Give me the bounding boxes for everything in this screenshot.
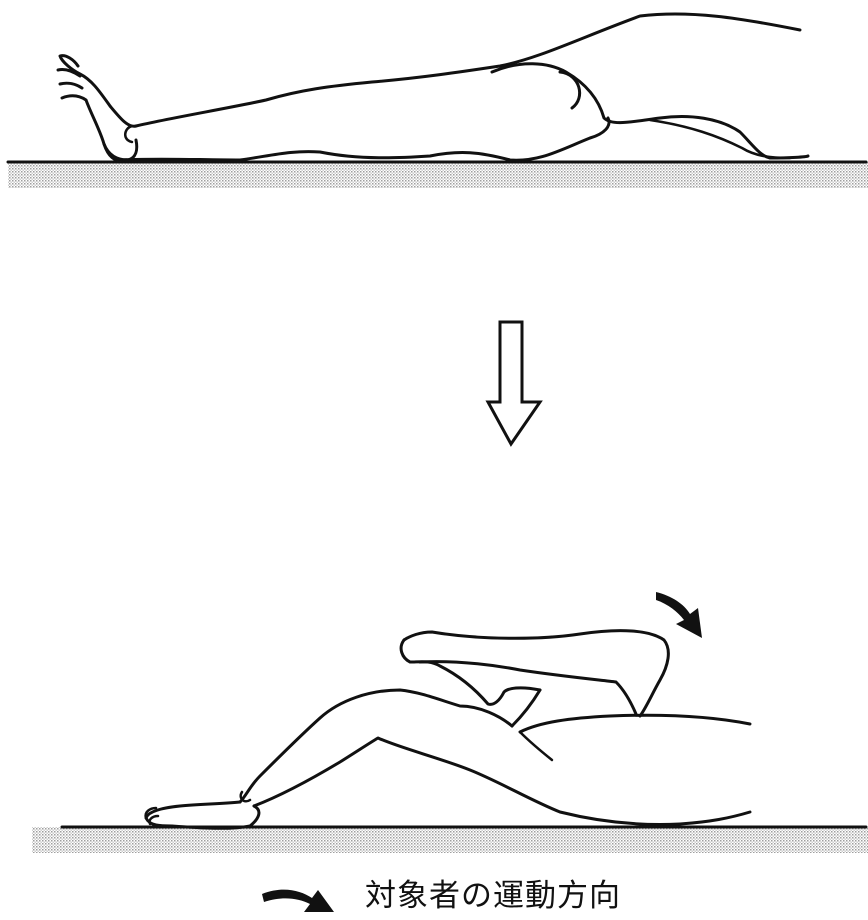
top-thigh-lower-outline [492,64,808,158]
legend-curved-arrow-icon [262,890,334,912]
bottom-hip-crease [520,732,552,760]
bottom-figure-bent-knee [32,592,868,853]
bottom-bent-leg-upper-outline [520,715,750,732]
top-figure-straight-legs [8,14,868,188]
top-foot-outline [58,56,136,162]
bottom-floor-mat [32,827,868,853]
top-ankle-bone [125,126,132,142]
top-calf-inner-line [650,120,790,158]
bottom-foot-outline [146,802,259,828]
top-floor-mat [8,162,868,188]
down-arrow-icon [488,322,540,444]
bottom-bent-shin-outline [254,738,750,825]
bottom-raised-calf-lower [512,690,540,726]
legend-label: 対象者の運動方向 [365,878,621,914]
bottom-bent-knee-outline [240,690,512,802]
top-leg-bottom-outline [120,118,609,160]
motion-arrow-icon [656,592,702,638]
top-upper-leg-outline [136,14,800,126]
